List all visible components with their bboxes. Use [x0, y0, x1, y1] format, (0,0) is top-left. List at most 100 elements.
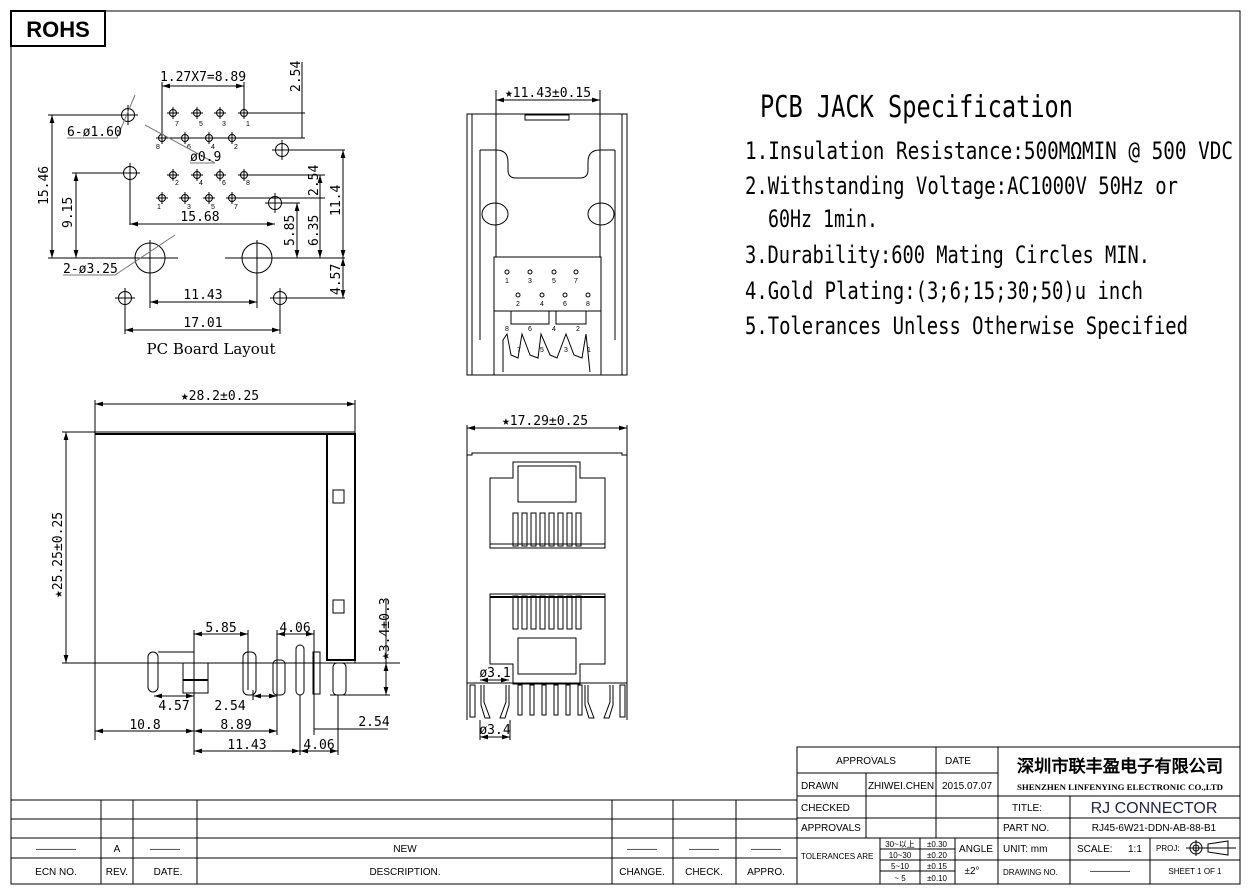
part-number: RJ45-6W21-DDN-AB-88-B1 [1092, 823, 1217, 834]
dim-holes-small: 6-ø1.60 [67, 125, 122, 140]
spec-title: PCB JACK Specification [760, 90, 1073, 125]
header-rev: REV. [106, 867, 128, 878]
pin-label: 4 [211, 144, 215, 151]
drawing-number: ———— [1090, 866, 1130, 877]
dim-11-43: 11.43 [227, 738, 266, 753]
drawing-no-label: DRAWING NO. [1003, 868, 1058, 877]
header-date: DATE. [154, 867, 183, 878]
dim-pin-dia: ø0.9 [190, 150, 221, 165]
pin-label: 6 [563, 301, 567, 308]
dim-2-54-right: 2.54 [358, 715, 389, 730]
pin-label: 4 [552, 326, 556, 333]
header-ecn: ECN NO. [35, 867, 77, 878]
dim-holes-big: 2-ø3.25 [63, 262, 118, 277]
pin-label: 5 [199, 121, 203, 128]
pin-label: 4 [199, 180, 203, 187]
dim-top-offset: 2.54 [289, 61, 304, 92]
tol-range: 5~10 [891, 862, 910, 871]
dim-17-01: 17.01 [183, 316, 222, 331]
scale-label: SCALE: [1077, 844, 1113, 855]
spec-line-5: 5.Tolerances Unless Otherwise Specified [745, 312, 1188, 340]
checked-label: CHECKED [801, 803, 850, 814]
pin-label: 4 [540, 301, 544, 308]
pin-label: 1 [157, 204, 161, 211]
dim-9-15: 9.15 [61, 197, 76, 228]
pin-label: 1 [587, 347, 591, 354]
drawn-by: ZHIWEI.CHEN [868, 781, 934, 792]
rev-check: ——— [689, 844, 719, 855]
dim-5-85: 5.85 [283, 215, 298, 246]
pin-label: 7 [574, 278, 578, 285]
dim-4-57: 4.57 [329, 264, 344, 295]
pin-label: 5 [211, 204, 215, 211]
pin-label: 1 [246, 121, 250, 128]
dim-side-height: ★25.25±0.25 [51, 512, 66, 598]
pin-label: 5 [552, 278, 556, 285]
title-label: TITLE: [1012, 803, 1042, 814]
angle-label: ANGLE [959, 844, 993, 855]
pin-label: 2 [516, 301, 520, 308]
tol-value: ±0.30 [927, 840, 948, 849]
dim-top-width: ★11.43±0.15 [505, 86, 591, 101]
spec-line-3: 3.Durability:600 Mating Circles MIN. [745, 241, 1150, 269]
spec-line-1: 1.Insulation Resistance:500MΩMIN @ 500 V… [745, 137, 1233, 165]
tol-value: ±0.20 [927, 851, 948, 860]
dim-10-8: 10.8 [129, 718, 160, 733]
tol-value: ±0.15 [927, 862, 948, 871]
pin-label: 8 [505, 326, 509, 333]
dim-dia-3-1: ø3.1 [479, 666, 510, 681]
dim-6-35: 6.35 [307, 215, 322, 246]
tol-range: ~ 5 [894, 874, 906, 883]
tol-range: 10~30 [889, 851, 912, 860]
pin-label: 3 [564, 347, 568, 354]
tol-value: ±0.10 [927, 874, 948, 883]
specification: PCB JACK Specification 1.Insulation Resi… [745, 90, 1233, 340]
side-view: ★28.2±0.25 ★25.25±0.25 5.85 4.06 ★3.4±0.… [51, 389, 400, 755]
pin-label: 2 [576, 326, 580, 333]
drawing-title: RJ CONNECTOR [1091, 800, 1218, 817]
dim-pin-length: ★3.4±0.3 [378, 597, 393, 660]
dim-2-54-left: 2.54 [214, 699, 245, 714]
sheet-border [10, 10, 1241, 885]
top-view: ★11.43±0.15 1 3 5 7 2 4 6 8 8 6 4 2 7 5 … [466, 86, 628, 376]
drawn-label: DRAWN [801, 781, 838, 792]
dim-front-width: ★17.29±0.25 [502, 414, 588, 429]
front-pins [469, 684, 626, 719]
dim-4-06-top: 4.06 [279, 621, 310, 636]
pin-label: 7 [234, 204, 238, 211]
date-header: DATE [945, 756, 971, 767]
rohs-box [10, 10, 106, 47]
rev-description: NEW [393, 844, 417, 855]
title-block: APPROVALS DATE DRAWN ZHIWEI.CHEN 2015.07… [796, 746, 1241, 885]
approvals-label: APPROVALS [801, 823, 861, 834]
pcb-layout-caption: PC Board Layout [147, 340, 276, 358]
side-pins [147, 644, 347, 696]
pin-label: 2 [234, 144, 238, 151]
dim-dia-3-4: ø3.4 [479, 723, 510, 738]
dim-11-43: 11.43 [183, 288, 222, 303]
pin-label: 8 [246, 180, 250, 187]
spec-line-2: 2.Withstanding Voltage:AC1000V 50Hz or [745, 172, 1178, 200]
header-description: DESCRIPTION. [369, 867, 440, 878]
rev-appro: ——— [751, 844, 781, 855]
dim-4-06-bottom: 4.06 [303, 738, 334, 753]
rj45-port-lower [489, 593, 606, 685]
pin-label: 2 [175, 180, 179, 187]
pin-label: 8 [586, 301, 590, 308]
projection-label: PROJ: [1156, 844, 1180, 853]
scale-value: 1:1 [1128, 844, 1142, 855]
dim-5-85: 5.85 [205, 621, 236, 636]
pin-label: 1 [505, 278, 509, 285]
dim-side-width: ★28.2±0.25 [181, 389, 259, 404]
dim-height-total: 15.46 [37, 166, 52, 205]
projection-symbol-icon [1186, 840, 1236, 856]
dim-row-pitch: 2.54 [307, 165, 322, 196]
company-name-en: SHENZHEN LINFENYING ELECTRONIC CO.,LTD [1017, 783, 1223, 792]
approvals-header: APPROVALS [836, 756, 896, 767]
rohs-badge: ROHS [26, 17, 90, 42]
spec-line-4: 4.Gold Plating:(3;6;15;30;50)u inch [745, 277, 1143, 305]
rev-ecn: ———— [36, 844, 76, 855]
revision-block: ———— A ——— NEW ——— ——— ——— ECN NO. REV. … [11, 799, 797, 884]
drawn-date: 2015.07.07 [942, 781, 992, 792]
